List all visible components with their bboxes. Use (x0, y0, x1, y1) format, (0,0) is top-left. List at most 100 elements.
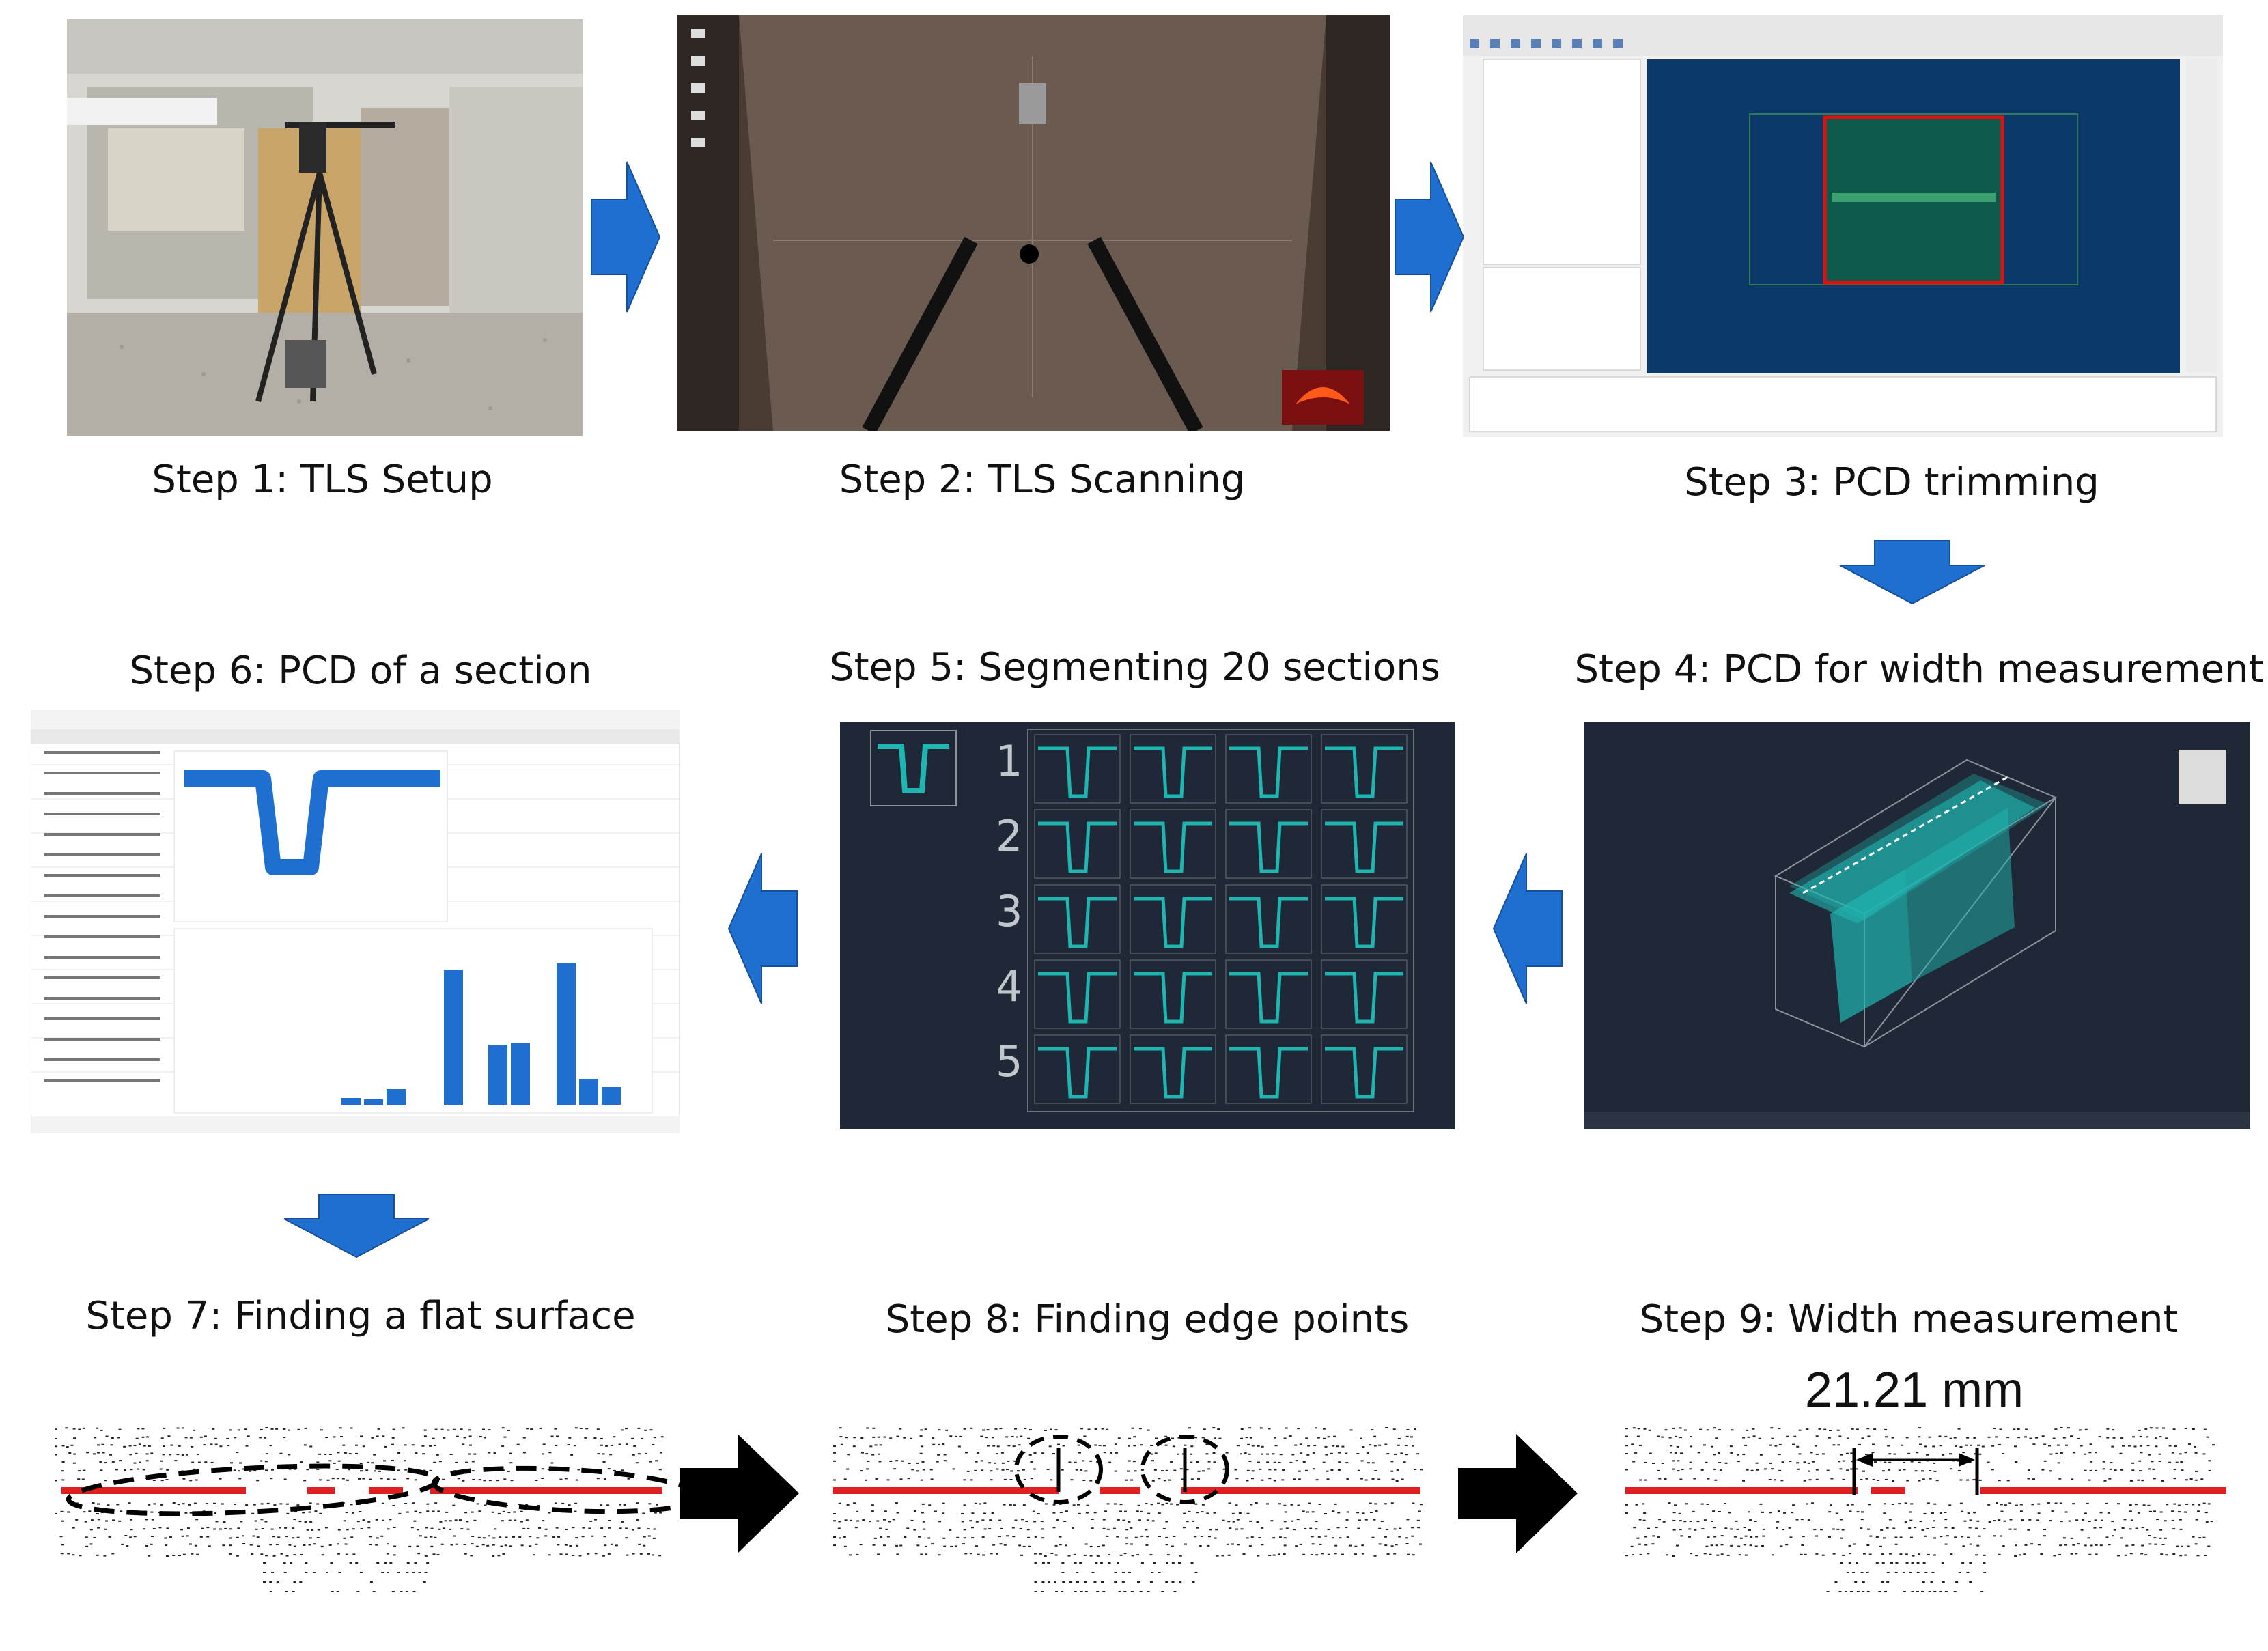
cloud-point (362, 1445, 365, 1448)
cloud-point (1150, 1453, 1153, 1455)
cloud-point (1124, 1510, 1127, 1512)
cloud-point (1317, 1536, 1321, 1538)
cloud-point (862, 1519, 865, 1521)
cloud-point (1032, 1510, 1035, 1512)
cloud-point (193, 1468, 196, 1470)
cloud-point (1194, 1503, 1198, 1505)
cloud-point (1130, 1591, 1134, 1592)
cloud-point (1713, 1454, 1716, 1456)
cloud-point (1983, 1572, 1987, 1573)
cloud-point (170, 1444, 173, 1446)
cloud-point (994, 1462, 997, 1464)
cloud-point (559, 1553, 563, 1555)
cloud-point (1158, 1572, 1161, 1573)
cloud-point (1720, 1544, 1724, 1546)
cloud-point (1115, 1452, 1118, 1454)
cloud-point (1349, 1544, 1352, 1547)
cloud-point (932, 1443, 936, 1445)
cloud-point (1385, 1427, 1388, 1428)
cloud-point (1179, 1468, 1183, 1470)
cloud-point (1393, 1553, 1397, 1555)
cloud-point (1935, 1480, 1939, 1482)
cloud-point (1001, 1462, 1005, 1464)
cloud-point (2060, 1452, 2063, 1454)
cloud-point (853, 1437, 856, 1439)
cloud-point (468, 1429, 471, 1431)
cloud-point (1399, 1527, 1402, 1529)
cloud-point (1147, 1429, 1150, 1431)
cloud-point (548, 1512, 551, 1514)
cloud-point (1666, 1554, 1669, 1556)
cloud-point (607, 1468, 611, 1470)
cloud-point (319, 1512, 322, 1514)
segment-cell (1225, 1034, 1312, 1104)
cloud-point (138, 1443, 141, 1445)
cloud-point (1163, 1480, 1166, 1482)
cloud-point (303, 1444, 307, 1446)
cloud-point (1865, 1478, 1868, 1480)
cloud-point (1862, 1553, 1866, 1555)
cloud-point (416, 1529, 419, 1531)
cloud-point (1815, 1453, 1819, 1455)
cloud-point (1374, 1470, 1377, 1471)
cloud-point (2202, 1453, 2206, 1455)
cloud-point (1832, 1553, 1836, 1555)
cloud-point (160, 1504, 164, 1506)
cloud-point (1705, 1461, 1708, 1463)
cloud-point (1075, 1469, 1078, 1471)
cloud-point (1392, 1428, 1396, 1430)
cloud-point (318, 1453, 322, 1455)
cloud-point (1327, 1436, 1330, 1438)
cloud-point (565, 1553, 568, 1555)
cloud-point (424, 1555, 428, 1557)
cloud-point (1635, 1504, 1638, 1506)
cloud-point (1132, 1460, 1136, 1463)
cloud-point (539, 1427, 542, 1429)
cloud-point (2188, 1443, 2191, 1445)
cloud-point (957, 1445, 961, 1448)
cloud-point (346, 1529, 349, 1531)
cloud-point (410, 1527, 414, 1529)
cloud-point (143, 1528, 146, 1530)
cloud-point (2006, 1437, 2010, 1439)
cloud-point (1689, 1461, 1692, 1463)
cloud-point (2049, 1470, 2052, 1472)
cloud-point (213, 1528, 216, 1530)
cloud-point (2087, 1537, 2090, 1539)
cloud-point (1771, 1468, 1774, 1470)
cloud-point (1703, 1519, 1707, 1521)
cloud-point (488, 1535, 491, 1537)
cloud-point (309, 1521, 313, 1523)
cloud-point (1345, 1452, 1348, 1454)
cloud-point (2139, 1470, 2142, 1472)
cloud-point (1306, 1454, 1310, 1456)
cloud-point (1631, 1554, 1634, 1556)
cloud-point (943, 1454, 947, 1456)
cloud-point (1236, 1445, 1240, 1447)
cloud-point (998, 1536, 1001, 1537)
cloud-point (956, 1536, 960, 1538)
cloud-point (1709, 1553, 1712, 1555)
cloud-point (434, 1536, 437, 1538)
cloud-point (1938, 1435, 1942, 1437)
cloud-point (1346, 1511, 1349, 1513)
cloud-point (83, 1511, 86, 1513)
cloud-point (2181, 1469, 2184, 1471)
cloud-point (1944, 1591, 1948, 1592)
cloud-point (1416, 1453, 1420, 1455)
cloud-point (568, 1504, 571, 1506)
cloud-point (1978, 1479, 1982, 1481)
cloud-point (1856, 1591, 1860, 1592)
cloud-point (932, 1437, 935, 1439)
cloud-point (959, 1435, 962, 1437)
cloud-point (945, 1429, 949, 1431)
segment-cell (1321, 734, 1408, 804)
cloud-point (1242, 1553, 1246, 1555)
cloud-point (174, 1460, 178, 1462)
cloud-point (1272, 1537, 1276, 1539)
cloud-point (1136, 1554, 1140, 1556)
cloud-point (1272, 1554, 1276, 1556)
cloud-point (535, 1480, 538, 1481)
cloud-point (1113, 1503, 1117, 1505)
cloud-point (1009, 1479, 1013, 1480)
